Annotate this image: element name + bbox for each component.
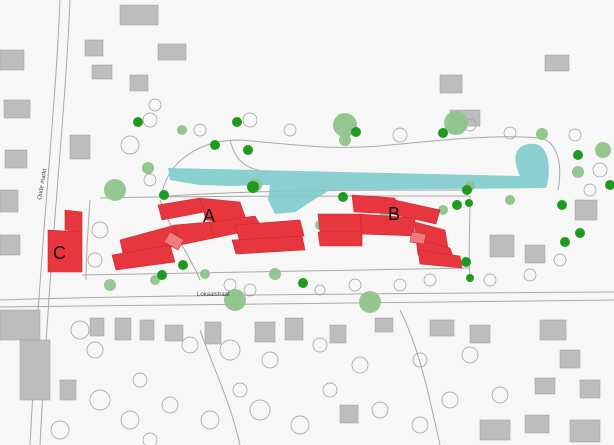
trees-light-green bbox=[104, 111, 611, 313]
building-a[interactable] bbox=[111, 197, 306, 271]
building-a-label: A bbox=[203, 206, 215, 226]
street-label-west: Oude markt bbox=[37, 168, 48, 200]
street-label-main: Lokaalstraat bbox=[197, 292, 230, 298]
trees-dark-green bbox=[133, 117, 614, 288]
building-b[interactable] bbox=[317, 194, 463, 269]
building-c-label: C bbox=[53, 243, 66, 263]
building-c[interactable] bbox=[47, 209, 83, 273]
pond-water bbox=[168, 143, 549, 214]
tree-outlines bbox=[50, 98, 608, 445]
building-b-label: B bbox=[388, 204, 400, 224]
